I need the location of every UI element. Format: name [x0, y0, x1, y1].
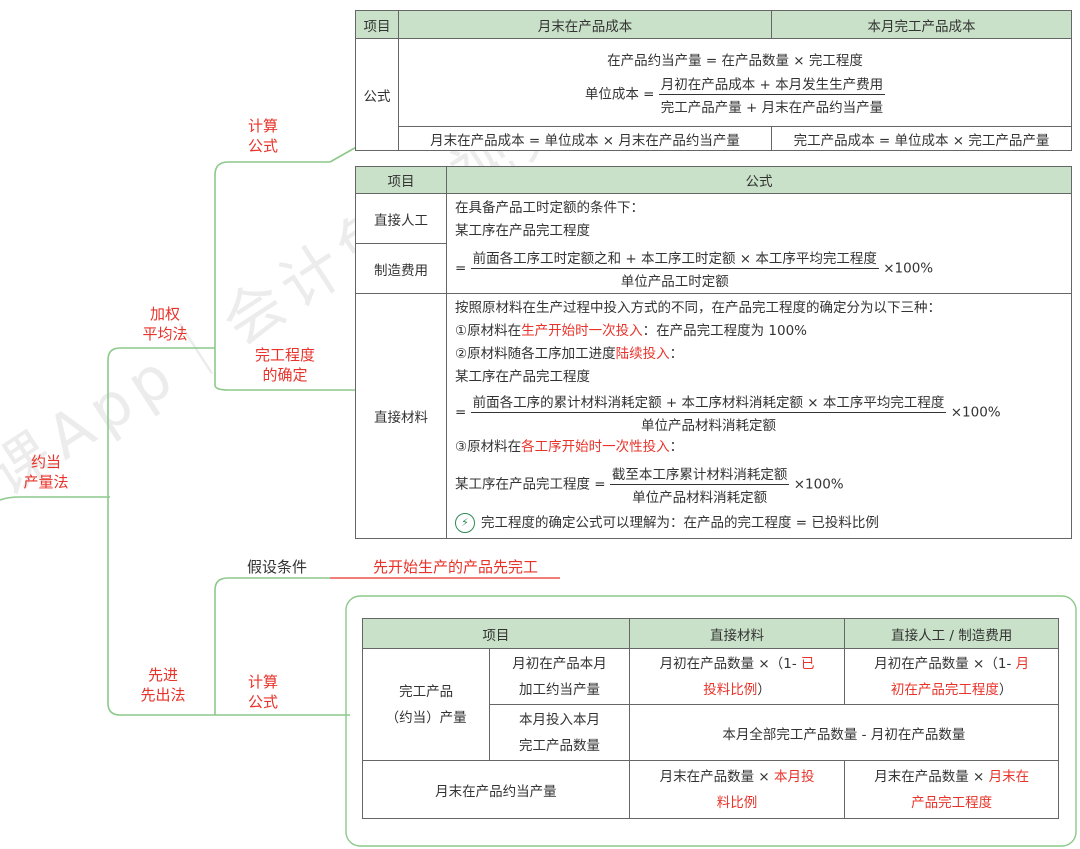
lightbulb-icon: ⚡	[455, 513, 475, 533]
t3-begin-material: 月初在产品数量 ×（1- 已投料比例）	[628, 648, 846, 705]
t2-row-material: 直接材料	[355, 293, 447, 539]
t2-mat-case3-prefix: 某工序在产品完工程度 =	[455, 476, 606, 493]
t2-labor-line1: 在具备产品工时定额的条件下：	[455, 200, 644, 216]
t2-mat-case2-eq: = 前面各工序的累计材料消耗定额 + 本工序材料消耗定额 × 本工序平均完工程度…	[455, 391, 1063, 434]
t3-row-wip: 月末在产品约当产量	[362, 760, 630, 819]
t2-labor-formula-cell: 在具备产品工时定额的条件下： 某工序在产品完工程度 = 前面各工序工时定额之和 …	[446, 193, 1072, 294]
t2-mat-line1: 按照原材料在生产过程中投入方式的不同，在产品完工程度的确定分为以下三种：	[455, 300, 941, 316]
t3-begin-labor: 月初在产品数量 ×（1- 月初在产品完工程度）	[844, 648, 1059, 705]
t2-mat-denominator: 单位产品材料消耗定额	[641, 418, 776, 434]
root-node-label: 约当 产量法	[23, 453, 69, 491]
t2-row-overhead: 制造费用	[355, 243, 447, 294]
assumption-label: 假设条件	[247, 558, 308, 576]
t1-header-finished: 本月完工产品成本	[771, 10, 1072, 39]
t1-unit-cost-eq: 单位成本 = 月初在产品成本 + 本月发生生产费用 完工产品产量 + 月末在产品…	[400, 73, 1070, 116]
completion-degree-table: 项目 公式 直接人工 在具备产品工时定额的条件下： 某工序在产品完工程度 = 前…	[355, 166, 1072, 539]
t3-new-value: 本月全部完工产品数量 - 月初在产品数量	[628, 704, 1060, 761]
t2-mat-fraction: 前面各工序的累计材料消耗定额 + 本工序材料消耗定额 × 本工序平均完工程度 单…	[470, 391, 947, 434]
t2-labor-fraction: 前面各工序工时定额之和 + 本工序工时定额 × 本工序平均完工程度 单位产品工时…	[470, 247, 879, 290]
t2-labor-eq: = 前面各工序工时定额之和 + 本工序工时定额 × 本工序平均完工程度 单位产品…	[455, 247, 1063, 290]
t1-unit-cost-prefix: 单位成本 =	[584, 86, 655, 103]
t2-labor-denominator: 单位产品工时定额	[620, 274, 729, 290]
t3-wip-material: 月末在产品数量 × 本月投料比例	[628, 760, 846, 819]
t2-labor-line2: 某工序在产品完工程度	[455, 223, 590, 239]
t2-mat-eq-sign: =	[455, 404, 467, 421]
t2-mat-case2-line2: 某工序在产品完工程度	[455, 369, 590, 385]
fifo-equivalent-units-table: 项目 直接材料 直接人工 / 制造费用 完工产品 （约当）产量 月初在产品本月 …	[361, 618, 1060, 819]
t2-tip-text: 完工程度的确定公式可以理解为：在产品的完工程度 = 已投料比例	[481, 515, 879, 531]
fifo-label: 先进 先出法	[140, 666, 186, 704]
t2-mat-pct: ×100%	[950, 404, 1001, 421]
t2-mat-case1: ①原材料在生产开始时一次投入：在产品完工程度为 100%	[455, 323, 807, 339]
weighted-average-label: 加权 平均法	[142, 305, 188, 343]
t3-header-labor: 直接人工 / 制造费用	[844, 618, 1059, 649]
t3-row-finished: 完工产品 （约当）产量	[361, 648, 491, 761]
t2-mat-case2: ②原材料随各工序加工进度陆续投入：	[455, 346, 684, 362]
t2-mat-case3-denominator: 单位产品材料消耗定额	[632, 490, 768, 506]
t1-unit-cost-denominator: 完工产品产量 + 月末在产品约当产量	[660, 100, 884, 116]
t1-header-wip: 月末在产品成本	[398, 10, 772, 39]
t1-header-item: 项目	[355, 10, 399, 39]
t2-labor-numerator: 前面各工序工时定额之和 + 本工序工时定额 × 本工序平均完工程度	[470, 247, 879, 269]
t1-formula-cell: 在产品约当产量 = 在产品数量 × 完工程度 单位成本 = 月初在产品成本 + …	[398, 38, 1072, 127]
t1-equivalent-units-eq: 在产品约当产量 = 在产品数量 × 完工程度	[607, 53, 863, 69]
t1-unit-cost-fraction: 月初在产品成本 + 本月发生生产费用 完工产品产量 + 月末在产品约当产量	[658, 73, 886, 116]
t2-row-labor: 直接人工	[355, 193, 447, 244]
t3-sub-begin: 月初在产品本月 加工约当产量	[489, 648, 630, 705]
weighted-calc-formula-label: 计算 公式	[247, 117, 278, 155]
t2-mat-case3-fraction: 截至本工序累计材料消耗定额 单位产品材料消耗定额	[609, 463, 790, 506]
completion-degree-label: 完工程度 的确定	[254, 346, 315, 384]
t2-labor-eq-sign: =	[455, 260, 467, 277]
t2-mat-case3-eq: 某工序在产品完工程度 = 截至本工序累计材料消耗定额 单位产品材料消耗定额 ×1…	[455, 463, 1063, 506]
t2-mat-case3-pct: ×100%	[793, 476, 844, 493]
assumption-value: 先开始生产的产品先完工	[373, 558, 539, 576]
t2-mat-case3-numerator: 截至本工序累计材料消耗定额	[609, 463, 790, 485]
t3-sub-new: 本月投入本月 完工产品数量	[489, 704, 630, 761]
t2-mat-case3: ③原材料在各工序开始时一次性投入：	[455, 439, 684, 455]
t3-header-material: 直接材料	[628, 618, 846, 649]
t1-unit-cost-numerator: 月初在产品成本 + 本月发生生产费用	[658, 73, 886, 95]
t2-mat-numerator: 前面各工序的累计材料消耗定额 + 本工序材料消耗定额 × 本工序平均完工程度	[470, 391, 947, 413]
fifo-calc-formula-label: 计算 公式	[247, 673, 278, 711]
t1-finished-formula: 完工产品成本 = 单位成本 × 完工产品产量	[771, 126, 1072, 151]
t2-header-formula: 公式	[446, 166, 1072, 194]
t2-tip: ⚡ 完工程度的确定公式可以理解为：在产品的完工程度 = 已投料比例	[455, 512, 1063, 535]
t1-row-formula: 公式	[355, 38, 399, 151]
weighted-cost-formula-table: 项目 月末在产品成本 本月完工产品成本 公式 在产品约当产量 = 在产品数量 ×…	[355, 10, 1072, 151]
t3-header-item: 项目	[362, 618, 630, 649]
t2-labor-pct: ×100%	[883, 260, 934, 277]
t1-wip-formula: 月末在产品成本 = 单位成本 × 月末在产品约当产量	[398, 126, 772, 151]
t3-wip-labor: 月末在产品数量 × 月末在产品完工程度	[844, 760, 1059, 819]
t2-header-item: 项目	[355, 166, 447, 194]
t2-material-formula-cell: 按照原材料在生产过程中投入方式的不同，在产品完工程度的确定分为以下三种： ①原材…	[446, 293, 1072, 539]
